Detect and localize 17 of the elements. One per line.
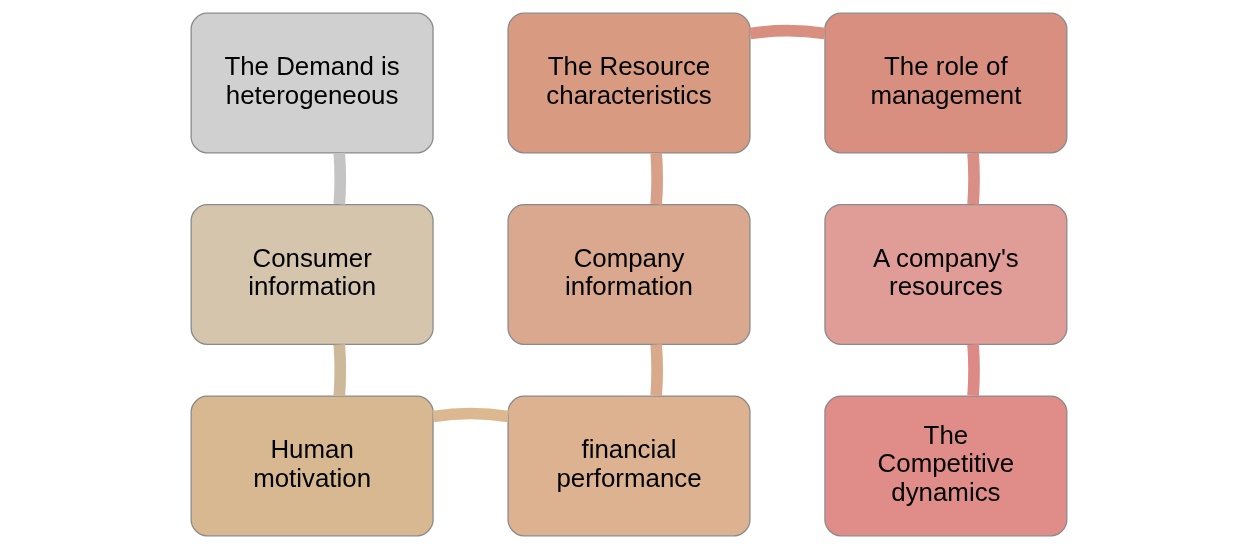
node-box: The role of management [824,12,1068,154]
node-box: Consumer information [190,204,434,345]
connector [749,24,826,40]
connector [967,344,980,397]
node-box: Human motivation [190,395,434,537]
node-box: A company's resources [824,204,1068,345]
connector [333,344,347,397]
node-box: Company information [507,204,751,345]
connector [967,152,980,205]
node-box: The Resource characteristics [507,12,751,154]
node-box: financial performance [507,395,751,537]
node-box: The Demand is heterogeneous [190,12,434,154]
connector [650,344,663,397]
connector [432,407,509,423]
connector [650,152,663,205]
connector [333,152,347,205]
node-box: The Competitive dynamics [824,395,1068,537]
